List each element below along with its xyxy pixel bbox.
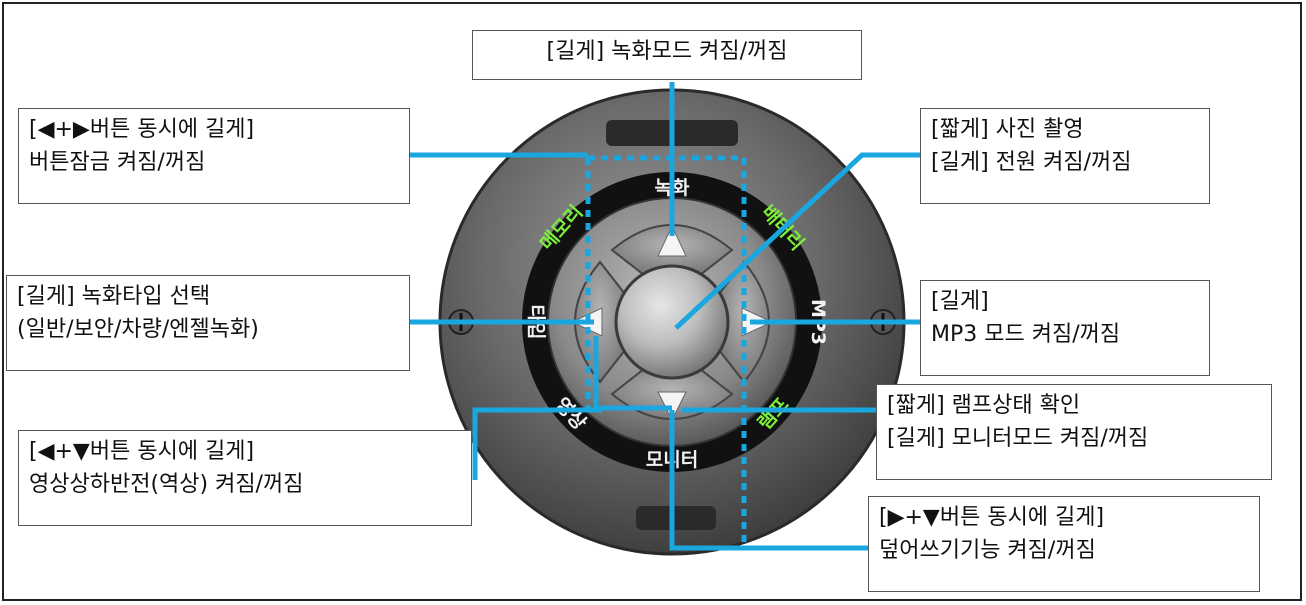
callout-photo-power-line1: [짧게] 사진 촬영	[931, 117, 1084, 142]
callout-photo-power: [짧게] 사진 촬영 [길게] 전원 켜짐/꺼짐	[920, 108, 1210, 204]
callout-flip-video-line1: [◀+▼버튼 동시에 길게]	[29, 439, 255, 464]
dotted-guide	[585, 155, 747, 548]
callout-mp3-mode: [길게] MP3 모드 켜짐/꺼짐	[920, 280, 1210, 376]
callout-record-type-line1: [길게] 녹화타입 선택	[17, 284, 211, 309]
center-button	[614, 264, 730, 380]
callout-photo-power-line2: [길게] 전원 켜짐/꺼짐	[931, 150, 1132, 175]
bottom-slot	[636, 506, 716, 530]
callout-record-mode: [길게] 녹화모드 켜짐/꺼짐	[472, 30, 862, 80]
callout-record-type: [길게] 녹화타입 선택 (일반/보안/차량/엔젤녹화)	[6, 275, 410, 371]
callout-mp3-mode-line2: MP3 모드 켜짐/꺼짐	[931, 322, 1121, 347]
callout-button-lock: [◀+▶버튼 동시에 길게] 버튼잠금 켜짐/꺼짐	[18, 108, 410, 204]
callout-flip-video-line2: 영상상하반전(역상) 켜짐/꺼짐	[29, 472, 304, 497]
callout-lamp-monitor-line2: [길게] 모니터모드 켜짐/꺼짐	[887, 426, 1149, 451]
callout-record-mode-line1: [길게] 녹화모드 켜짐/꺼짐	[546, 39, 788, 64]
up-arrow-icon	[657, 224, 687, 257]
callout-overwrite: [▶+▼버튼 동시에 길게] 덮어쓰기기능 켜짐/꺼짐	[868, 496, 1260, 592]
callout-lamp-monitor-line1: [짧게] 램프상태 확인	[887, 393, 1081, 418]
callout-mp3-mode-line1: [길게]	[931, 289, 989, 314]
callout-overwrite-line1: [▶+▼버튼 동시에 길게]	[879, 505, 1105, 530]
callout-button-lock-line2: 버튼잠금 켜짐/꺼짐	[29, 150, 206, 175]
callout-flip-video: [◀+▼버튼 동시에 길게] 영상상하반전(역상) 켜짐/꺼짐	[18, 430, 472, 526]
leader-lines	[410, 82, 922, 551]
callout-record-type-line2: (일반/보안/차량/엔젤녹화)	[17, 317, 259, 342]
callout-overwrite-line2: 덮어쓰기기능 켜짐/꺼짐	[879, 538, 1096, 563]
callout-lamp-monitor: [짧게] 램프상태 확인 [길게] 모니터모드 켜짐/꺼짐	[876, 384, 1272, 480]
callout-button-lock-line1: [◀+▶버튼 동시에 길게]	[29, 117, 255, 142]
